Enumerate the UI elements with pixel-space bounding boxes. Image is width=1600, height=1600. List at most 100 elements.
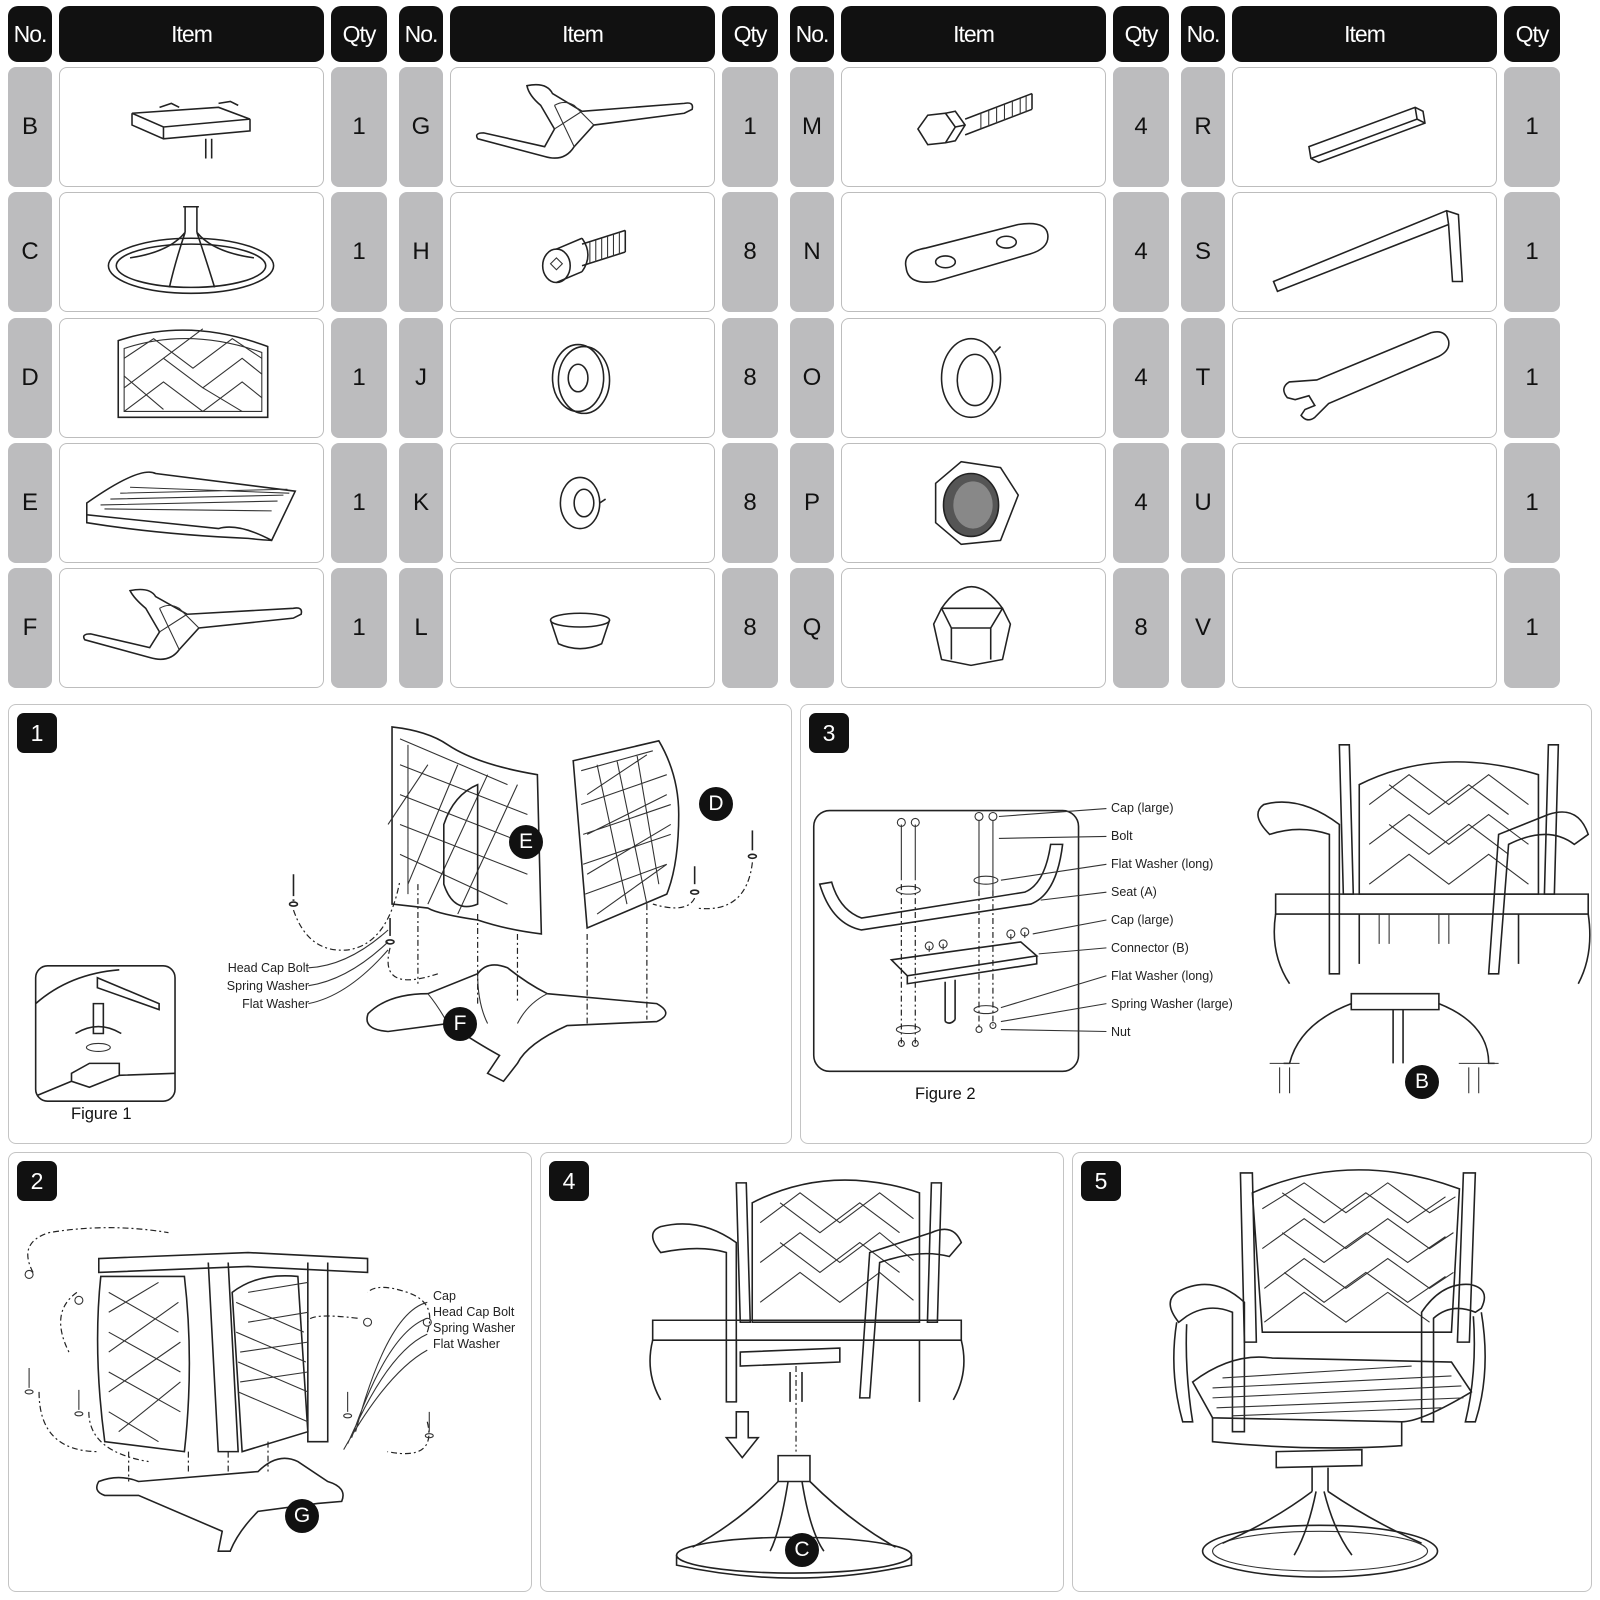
step-number: 2	[17, 1161, 57, 1201]
head-cap-bolt-icon	[541, 229, 627, 284]
part-qty: 4	[1113, 67, 1169, 187]
header-no: No.	[1181, 6, 1225, 62]
part-no: O	[790, 318, 834, 438]
spring-washer-large-icon	[940, 337, 1002, 419]
swivel-base-icon	[107, 205, 275, 295]
part-item-cell-empty	[1232, 568, 1497, 688]
header-qty: Qty	[331, 6, 387, 62]
header-no: No.	[399, 6, 443, 62]
callout-d: D	[699, 787, 733, 821]
part-qty: 1	[1504, 318, 1560, 438]
part-qty: 8	[722, 568, 778, 688]
label-spring-washer: Spring Washer	[433, 1321, 516, 1335]
part-qty: 1	[331, 318, 387, 438]
label-connector-b: Connector (B)	[1111, 941, 1189, 955]
part-no: B	[8, 67, 52, 187]
figure-2-caption: Figure 2	[915, 1085, 976, 1103]
part-item-cell	[59, 318, 324, 438]
part-item-cell	[1232, 192, 1497, 312]
part-qty: 1	[331, 192, 387, 312]
label-spring-washer-large: Spring Washer (large)	[1111, 997, 1233, 1011]
callout-c: C	[785, 1533, 819, 1567]
part-no: S	[1181, 192, 1225, 312]
part-no: U	[1181, 443, 1225, 563]
label-head-cap-bolt: Head Cap Bolt	[433, 1305, 515, 1319]
label-cap-large: Cap (large)	[1111, 913, 1174, 927]
label-nut: Nut	[1111, 1025, 1131, 1039]
part-no: Q	[790, 568, 834, 688]
header-item: Item	[59, 6, 324, 62]
hex-bolt-icon	[916, 92, 1033, 146]
callout-g: G	[285, 1499, 319, 1533]
spring-washer-icon	[559, 476, 607, 530]
hex-nut-icon	[934, 460, 1020, 546]
header-no: No.	[8, 6, 52, 62]
callout-e: E	[509, 825, 543, 859]
step-5-illustration	[1169, 1169, 1486, 1578]
part-no: D	[8, 318, 52, 438]
part-no: G	[399, 67, 443, 187]
callout-f: F	[443, 1007, 477, 1041]
part-qty: 4	[1113, 192, 1169, 312]
label-flat-washer-long: Flat Washer (long)	[1111, 969, 1214, 983]
side-frame-icon	[82, 588, 303, 661]
header-qty: Qty	[1504, 6, 1560, 62]
step-5-panel: 5	[1072, 1152, 1592, 1592]
part-item-cell	[450, 568, 715, 688]
step-4-panel: 4 C	[540, 1152, 1064, 1592]
swivel-plate-icon	[131, 100, 251, 159]
part-item-cell	[450, 67, 715, 187]
label-flat-washer-long: Flat Washer (long)	[1111, 857, 1214, 871]
step-2-panel: 2 Cap Head Cap Bolt Spring Washer	[8, 1152, 532, 1592]
callout-b: B	[1405, 1065, 1439, 1099]
part-no: T	[1181, 318, 1225, 438]
wrench-icon	[1283, 330, 1450, 421]
step-4-illustration	[649, 1179, 965, 1579]
label-flat-washer: Flat Washer	[242, 997, 309, 1011]
label-spring-washer: Spring Washer	[226, 979, 309, 993]
step-number: 5	[1081, 1161, 1121, 1201]
cap-icon	[549, 612, 611, 650]
backrest-icon	[117, 328, 269, 419]
part-item-cell	[59, 192, 324, 312]
part-qty: 1	[331, 67, 387, 187]
figure-1-caption: Figure 1	[71, 1105, 132, 1123]
part-item-cell	[841, 443, 1106, 563]
part-no: C	[8, 192, 52, 312]
step-1-panel: 1	[8, 704, 792, 1144]
parts-table: No. Item Qty No. Item Qty No. Item Qty N…	[8, 6, 1592, 696]
part-item-cell	[841, 568, 1106, 688]
part-no: J	[399, 318, 443, 438]
part-no: V	[1181, 568, 1225, 688]
header-qty: Qty	[722, 6, 778, 62]
part-qty: 8	[722, 443, 778, 563]
part-no: H	[399, 192, 443, 312]
part-no: K	[399, 443, 443, 563]
part-item-cell	[59, 443, 324, 563]
part-item-cell	[1232, 318, 1497, 438]
part-no: L	[399, 568, 443, 688]
part-qty: 1	[331, 443, 387, 563]
allen-key-icon	[1272, 209, 1464, 293]
part-qty: 1	[1504, 192, 1560, 312]
part-item-cell	[1232, 67, 1497, 187]
part-qty: 8	[1113, 568, 1169, 688]
part-item-cell	[59, 67, 324, 187]
side-frame-icon	[475, 83, 694, 159]
part-qty: 1	[1504, 568, 1560, 688]
part-no: P	[790, 443, 834, 563]
part-qty: 1	[331, 568, 387, 688]
part-qty: 8	[722, 318, 778, 438]
step-3-panel: 3	[800, 704, 1592, 1144]
step-number: 3	[809, 713, 849, 753]
part-no: N	[790, 192, 834, 312]
part-item-cell	[450, 192, 715, 312]
part-qty: 1	[1504, 67, 1560, 187]
part-qty: 1	[722, 67, 778, 187]
label-head-cap-bolt: Head Cap Bolt	[227, 961, 309, 975]
label-cap: Cap	[433, 1289, 456, 1303]
label-seat-a: Seat (A)	[1111, 885, 1157, 899]
part-item-cell	[841, 67, 1106, 187]
header-item: Item	[450, 6, 715, 62]
header-qty: Qty	[1113, 6, 1169, 62]
